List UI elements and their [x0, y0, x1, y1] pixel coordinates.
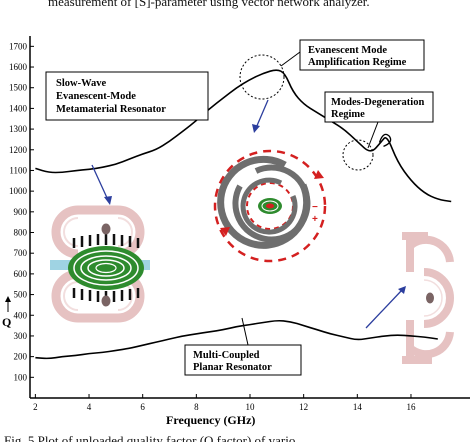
slow-wave-resonator-illustration — [50, 205, 150, 323]
annotation-planar: Multi-Coupled Planar Resonator — [184, 344, 302, 376]
q-curve-slow-wave-resonator — [35, 69, 452, 203]
y-axis-label: Q — [2, 315, 11, 329]
annotation-degeneration: Modes-Degeneration Regime — [324, 91, 434, 123]
q-curve-planar-resonator — [35, 319, 438, 360]
annotation-slow-wave-line-2: Evanescent-Mode — [56, 91, 136, 102]
x-axis-label: Frequency (GHz) — [166, 413, 255, 427]
y-tick-label: 1600 — [9, 62, 28, 72]
caption-top: measurement of [S]-parameter using vecto… — [48, 0, 370, 9]
y-tick-label: 900 — [14, 207, 28, 217]
y-tick-label: 100 — [14, 372, 28, 382]
y-tick-label: 600 — [14, 269, 28, 279]
annotation-amplification: Evanescent Mode Amplification Regime — [299, 39, 425, 71]
x-tick-label: 12 — [299, 402, 308, 412]
x-tick-label: 2 — [33, 402, 38, 412]
y-tick-label: 700 — [14, 248, 28, 258]
y-tick-label: 1500 — [9, 83, 28, 93]
y-tick-label: 1700 — [9, 41, 28, 51]
annotation-amplification-line-2: Amplification Regime — [308, 57, 407, 68]
y-tick-label: 1000 — [9, 186, 28, 196]
annotation-planar-line-2: Planar Resonator — [193, 362, 272, 373]
caption-bottom: Fig. 5 Plot of unloaded quality factor (… — [4, 433, 295, 442]
degeneration-loop — [378, 133, 392, 147]
annotation-slow-wave-line-1: Slow-Wave — [56, 78, 107, 89]
x-tick-label: 4 — [87, 402, 92, 412]
series-group — [35, 69, 452, 360]
y-tick-label: 1300 — [9, 124, 28, 134]
y-tick-label: 200 — [14, 352, 28, 362]
planar-resonator-illustration — [402, 232, 454, 364]
degeneration-regime-marker — [342, 139, 374, 171]
y-tick-label: 1100 — [9, 165, 27, 175]
annotation-slow-wave-line-3: Metamaterial Resonator — [56, 104, 166, 115]
annotation-leaders — [241, 51, 379, 346]
svg-text:+: + — [312, 214, 318, 225]
y-tick-label: 300 — [14, 331, 28, 341]
y-tick-label: 800 — [14, 228, 28, 238]
y-tick-label: 1400 — [9, 103, 28, 113]
x-tick-label: 6 — [140, 402, 145, 412]
pointer-arrows — [91, 99, 406, 329]
annotation-degeneration-line-1: Modes-Degeneration — [331, 97, 424, 108]
x-tick-label: 8 — [194, 402, 199, 412]
annotation-planar-line-1: Multi-Coupled — [193, 350, 260, 361]
y-tick-label: 1200 — [9, 145, 28, 155]
y-axis-arrow — [5, 296, 11, 312]
y-tick-label: 500 — [14, 290, 28, 300]
y-tick-labels: 100 200 300 400 500 600 700 800 900 1000 1100 1200 1… — [9, 41, 34, 382]
annotation-slow-wave: Slow-Wave Evanescent-Mode Metamaterial R… — [45, 71, 209, 121]
evanescent-ring-illustration: − + — [213, 149, 327, 263]
annotation-amplification-line-1: Evanescent Mode — [308, 45, 387, 56]
y-tick-label: 400 — [14, 310, 28, 320]
annotation-degeneration-line-2: Regime — [331, 109, 365, 120]
x-tick-labels: 2 4 6 8 10 12 14 16 — [33, 394, 416, 412]
svg-text:−: − — [312, 202, 318, 213]
x-tick-label: 16 — [406, 402, 416, 412]
x-tick-label: 10 — [246, 402, 256, 412]
amplification-regime-marker — [239, 54, 285, 100]
x-tick-label: 14 — [353, 402, 363, 412]
